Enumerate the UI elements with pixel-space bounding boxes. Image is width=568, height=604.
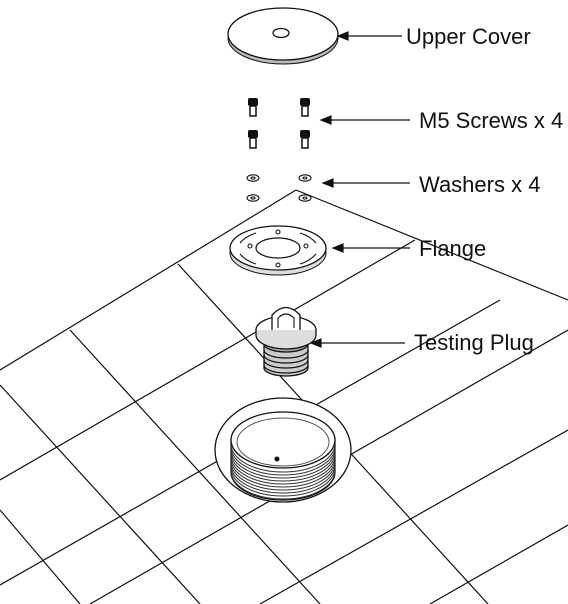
label-upper-cover: Upper Cover <box>406 24 531 49</box>
drain-thread-rings <box>230 443 336 500</box>
flange <box>229 225 327 276</box>
label-testing-plug: Testing Plug <box>414 330 534 355</box>
testing-plug <box>255 306 317 377</box>
label-flange: Flange <box>419 236 486 261</box>
screws <box>248 98 310 149</box>
drain-body <box>214 397 352 503</box>
upper-cover <box>227 7 339 65</box>
leader-lines <box>309 31 410 348</box>
washers <box>246 174 312 202</box>
label-washers: Washers x 4 <box>419 172 540 197</box>
label-screws: M5 Screws x 4 <box>419 108 563 133</box>
